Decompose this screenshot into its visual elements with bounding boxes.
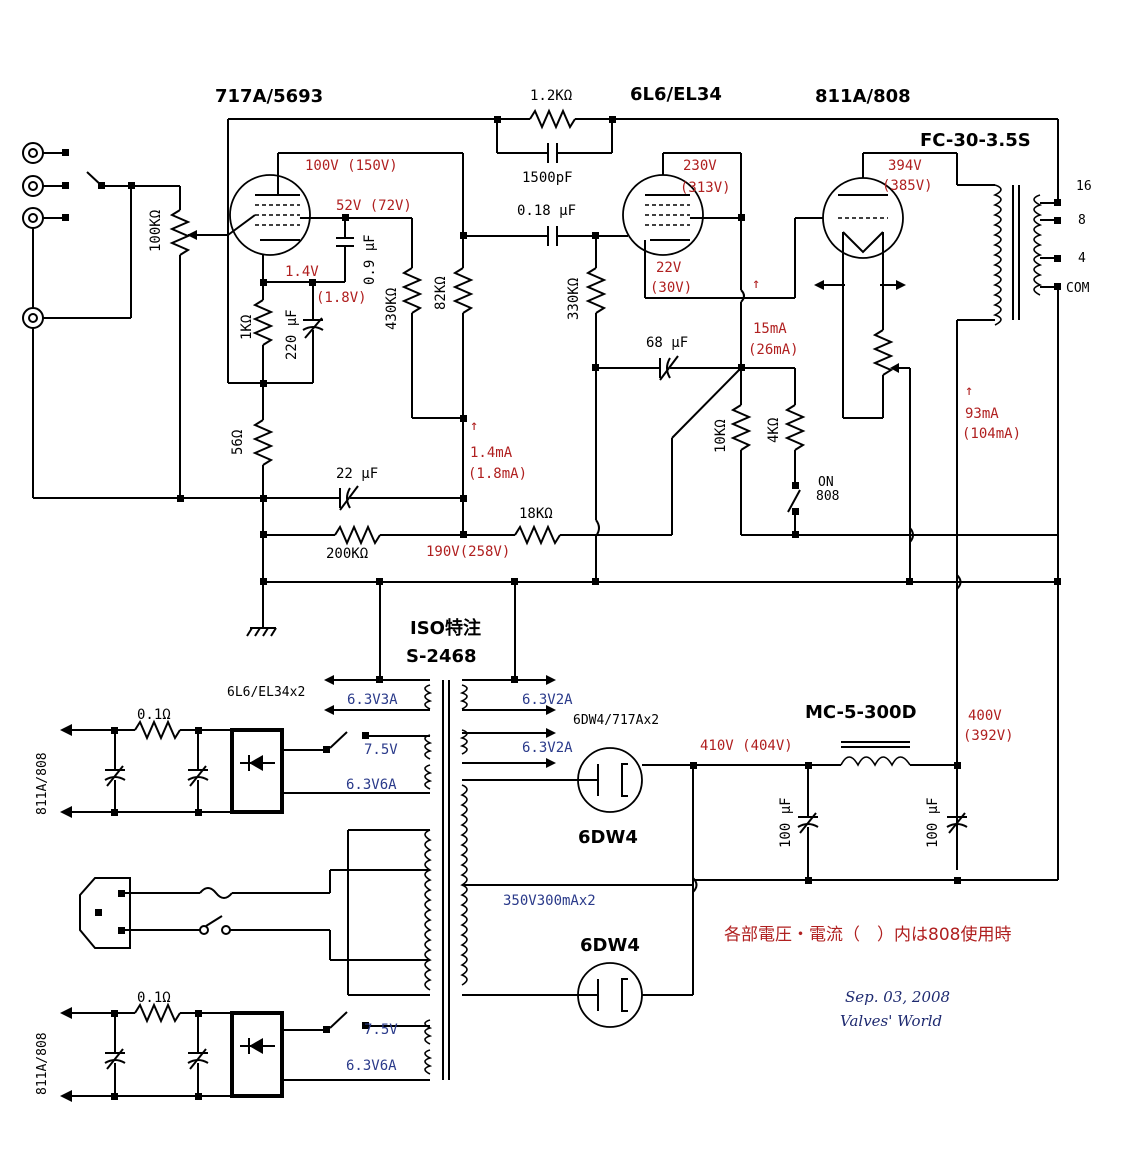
winding-63v2a-1: 6.3V2A <box>522 692 573 708</box>
winding-75v-2: 7.5V <box>364 1022 398 1038</box>
heater-label-6l6: 6L6/EL34x2 <box>227 685 305 700</box>
b-plus-a: 400V <box>968 708 1002 724</box>
tube-title-input: 717A/5693 <box>215 86 323 107</box>
v1-cathode-voltage-b: (1.8V) <box>316 290 367 306</box>
c-screen-label: 0.9 μF <box>362 234 378 285</box>
winding-75v-1: 7.5V <box>364 742 398 758</box>
ground-symbol <box>246 627 277 637</box>
tube-v1-717a <box>227 174 311 256</box>
r-18k-label: 18KΩ <box>519 506 553 522</box>
tap-com: COM <box>1066 281 1090 296</box>
choke-mc5 <box>840 741 911 767</box>
output-transformer <box>992 184 1043 326</box>
c-k1-label: 220 μF <box>284 309 300 360</box>
r-200k-label: 200KΩ <box>326 546 368 562</box>
r-4k-label: 4KΩ <box>766 418 782 443</box>
r-56-label: 56Ω <box>230 430 246 455</box>
winding-6dw4-label: 6DW4/717Ax2 <box>573 713 659 728</box>
b-plus-b: (392V) <box>963 728 1014 744</box>
winding-63v2a-2: 6.3V2A <box>522 740 573 756</box>
r-01-a: 0.1Ω <box>137 707 171 723</box>
tap-16: 16 <box>1076 179 1092 194</box>
voltage-note: 各部電圧・電流（ ）内は808使用時 <box>724 924 1011 945</box>
b-plus-rect: 410V (404V) <box>700 738 793 754</box>
choke-label: MC-5-300D <box>805 702 917 723</box>
v2-plate-voltage-a: 230V <box>683 158 717 174</box>
c-68-label: 68 μF <box>646 335 688 351</box>
c-100a-label: 100 μF <box>778 797 794 848</box>
right-windings <box>459 684 468 986</box>
switch-808-label: 808 <box>816 489 839 504</box>
power-transformer-label-2: S-2468 <box>406 646 477 667</box>
v1-screen-voltage: 52V (72V) <box>336 198 412 214</box>
primary-winding <box>424 829 432 991</box>
v1-plate-voltage: 100V (150V) <box>305 158 398 174</box>
v1-cathode-voltage-a: 1.4V <box>285 264 319 280</box>
i-output-a: 93mA <box>965 406 999 422</box>
b-plus-low: 190V(258V) <box>426 544 510 560</box>
tube-v2-6l6 <box>622 174 704 256</box>
rect1-label: 6DW4 <box>578 827 638 848</box>
output-transformer-label: FC-30-3.5S <box>920 130 1031 151</box>
r-330k-label: 330KΩ <box>566 278 582 320</box>
input-jacks <box>22 142 180 498</box>
filament-out-label-1: 811A/808 <box>35 752 50 815</box>
heater-windings-left <box>424 684 433 1075</box>
rectifier-6dw4-2 <box>577 962 643 1028</box>
vol-label: 100KΩ <box>148 210 164 252</box>
arrow-up-input: ↑ <box>470 418 478 434</box>
arrow-up-output: ↑ <box>965 383 973 399</box>
switch-on-label: ON <box>818 475 834 490</box>
winding-63v6a-2: 6.3V6A <box>346 1058 397 1074</box>
c-100b-label: 100 μF <box>925 797 941 848</box>
arrow-up-driver: ↑ <box>752 276 760 292</box>
winding-63v6a-1: 6.3V6A <box>346 777 397 793</box>
v3-plate-voltage-a: 394V <box>888 158 922 174</box>
volume-pot: 100KΩ <box>148 186 228 498</box>
v3-plate-voltage-b: (385V) <box>882 178 933 194</box>
signature: Valves' World <box>840 1012 942 1030</box>
r-fb-label: 1.2KΩ <box>530 88 572 104</box>
i-driver-a: 15mA <box>753 321 787 337</box>
c-22-label: 22 μF <box>336 466 378 482</box>
rect2-label: 6DW4 <box>580 935 640 956</box>
filament-supply-2 <box>60 1002 348 1102</box>
winding-63v3a: 6.3V3A <box>347 692 398 708</box>
c-fb-label: 1500pF <box>522 170 573 186</box>
c-couple-label: 0.18 μF <box>517 203 576 219</box>
date-stamp: Sep. 03, 2008 <box>845 988 950 1006</box>
r-430k-label: 430KΩ <box>384 288 400 330</box>
filament-supply-1 <box>60 719 348 818</box>
filament-out-label-2: 811A/808 <box>35 1032 50 1095</box>
tap-4: 4 <box>1078 251 1086 266</box>
r-10k-label: 10KΩ <box>713 419 729 453</box>
tap-8: 8 <box>1078 213 1086 228</box>
winding-hv: 350V300mAx2 <box>503 893 596 909</box>
r-01-b: 0.1Ω <box>137 990 171 1006</box>
ac-inlet <box>79 877 131 949</box>
i-input-b: (1.8mA) <box>468 466 527 482</box>
r-k1-label: 1KΩ <box>239 315 255 340</box>
rectifier-6dw4-1 <box>577 747 643 813</box>
v2-plate-voltage-b: (313V) <box>680 180 731 196</box>
v2-cathode-voltage-b: (30V) <box>650 280 692 296</box>
v2-cathode-voltage-a: 22V <box>656 260 682 276</box>
i-output-b: (104mA) <box>962 426 1021 442</box>
i-input-a: 1.4mA <box>470 445 513 461</box>
power-transformer-label-1: ISO特注 <box>410 617 481 639</box>
tube-title-driver: 6L6/EL34 <box>630 84 722 105</box>
i-driver-b: (26mA) <box>748 342 799 358</box>
tube-title-output: 811A/808 <box>815 86 911 107</box>
r-82k-label: 82KΩ <box>433 276 449 310</box>
